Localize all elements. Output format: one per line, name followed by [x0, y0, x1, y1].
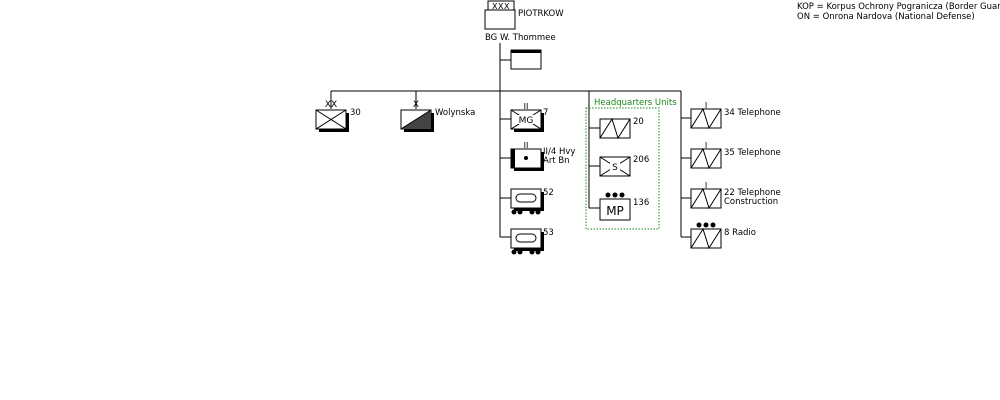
signal-unit-8-radio: 8 Radio [690, 222, 756, 250]
hq-unit-signal-20: 20 [599, 117, 644, 140]
unit-30-echelon: XX [325, 100, 337, 110]
unit-mg-label: 7 [543, 108, 548, 118]
legend-kop: KOP = Korpus Ochrony Pogranicza (Border … [797, 2, 1000, 12]
signal-unit-22-label-line2: Construction [724, 197, 778, 207]
unit-52-label: 52 [543, 188, 554, 198]
unit-art-label-line1: II/4 Hvy [543, 147, 575, 157]
hq-units-title: Headquarters Units [594, 98, 677, 108]
command-commander: BG W. Thommee [485, 33, 556, 43]
svg-text:I: I [705, 141, 707, 150]
signal-unit-22: I 22 Telephone Construction [690, 181, 781, 210]
unit-art-echelon: II [524, 141, 529, 150]
signal-unit-35-label: 35 Telephone [724, 148, 781, 158]
unit-heavy-artillery: II II/4 Hvy Art Bn [510, 141, 575, 171]
signal-unit-34-label: 34 Telephone [724, 108, 781, 118]
legend-on: ON = Onrona Nardova (National Defense) [797, 12, 975, 22]
command-node: XXX PIOTRKOW BG W. Thommee [484, 0, 564, 43]
unit-mg-echelon: II [524, 102, 529, 111]
hq-unit-206-label: 206 [633, 155, 649, 165]
command-box [484, 9, 516, 30]
hq-unit-20-label: 20 [633, 117, 644, 127]
unit-mg-symbol: MG [519, 116, 534, 126]
unit-wolynska-label: Wolynska [435, 108, 475, 118]
org-lines [330, 43, 691, 238]
command-location: PIOTRKOW [518, 9, 564, 19]
unit-armored-53: 53 [510, 228, 554, 255]
svg-text:I: I [705, 101, 707, 110]
signal-unit-35: I 35 Telephone [690, 141, 781, 170]
hq-units-group: Headquarters Units 20 S 206 MP 136 [585, 98, 677, 230]
signal-unit-22-label-line1: 22 Telephone [724, 188, 781, 198]
hq-unit-signal-206: S 206 [599, 155, 649, 177]
hq-unit-mp-136: MP 136 [599, 192, 649, 221]
hq-unit-mp-symbol: MP [606, 204, 624, 218]
unit-armored-52: 52 [510, 188, 554, 215]
unit-30-division: XX 30 [315, 100, 361, 132]
unit-art-label-line2: Art Bn [543, 156, 570, 166]
unit-wolynska-echelon: X [413, 100, 419, 110]
unit-wolynska: X Wolynska [400, 100, 475, 132]
command-echelon-marks: XXX [492, 2, 510, 11]
hq-unit-136-label: 136 [633, 198, 649, 208]
unit-30-label: 30 [350, 108, 361, 118]
hq-units-border [585, 107, 660, 230]
signal-unit-34: I 34 Telephone [690, 101, 781, 130]
hq-unit-206-symbol: S [612, 163, 618, 173]
unit-53-label: 53 [543, 228, 554, 238]
hq-staff-unit [510, 49, 542, 70]
svg-text:I: I [705, 181, 707, 190]
unit-mg-7: II MG 7 [510, 102, 548, 132]
signal-unit-8-label: 8 Radio [724, 228, 756, 238]
